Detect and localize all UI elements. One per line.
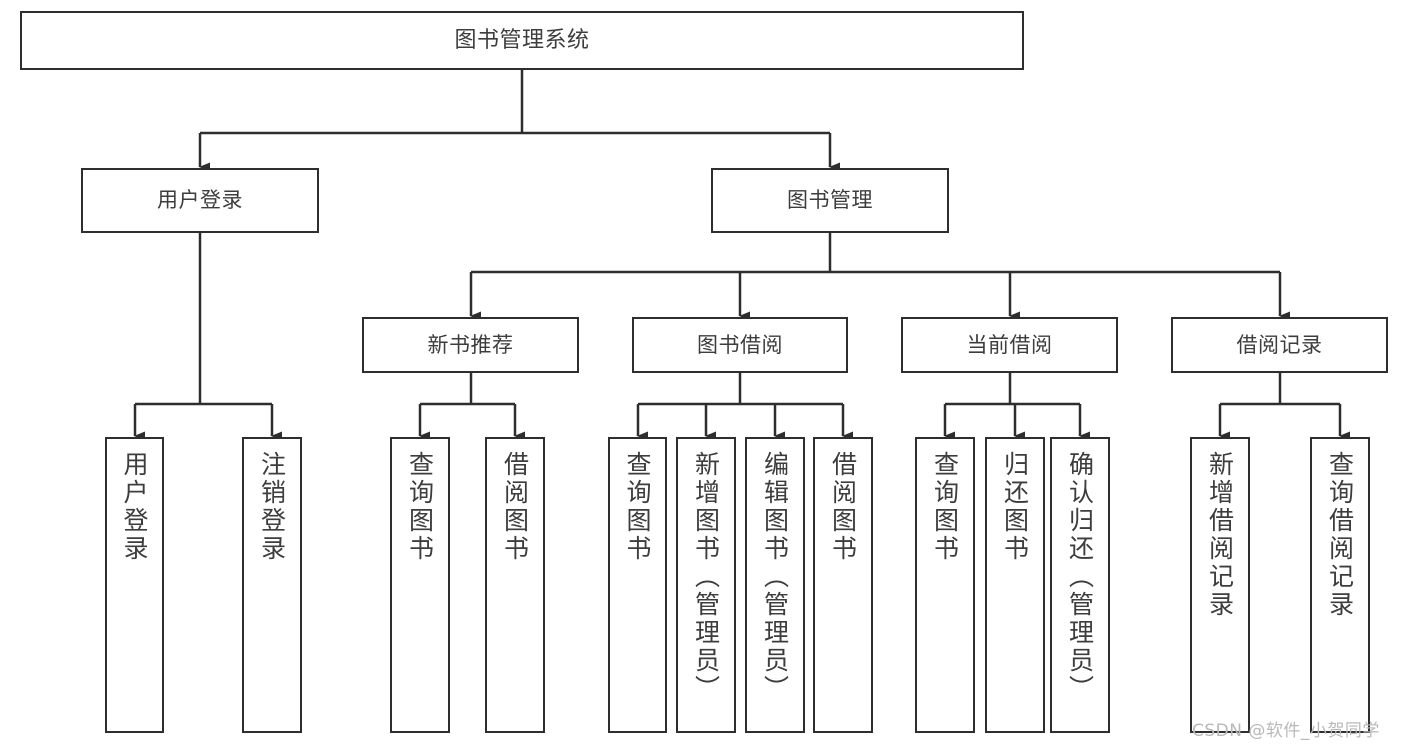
node-leaf_confirm[interactable]: 确认归还（管理员） <box>1050 437 1110 733</box>
node-borrow_record[interactable]: 借阅记录 <box>1171 317 1388 373</box>
node-user_login[interactable]: 用户登录 <box>81 168 319 233</box>
node-label: 查询借阅记录 <box>1325 451 1355 619</box>
watermark-text: CSDN @软件_小贺同学 <box>1192 721 1380 741</box>
node-label: 借阅记录 <box>1236 332 1323 357</box>
node-label: 图书管理 <box>787 188 873 213</box>
node-leaf_query_1[interactable]: 查询图书 <box>390 437 450 733</box>
node-leaf_logout[interactable]: 注销登录 <box>242 437 302 733</box>
node-label: 图书借阅 <box>697 332 783 357</box>
node-label: 新书推荐 <box>427 332 514 357</box>
node-root[interactable]: 图书管理系统 <box>20 11 1024 70</box>
node-leaf_edit_book[interactable]: 编辑图书（管理员） <box>745 437 805 733</box>
node-label: 当前借阅 <box>966 332 1053 357</box>
node-label: 查询图书 <box>405 451 435 563</box>
node-leaf_borrow_1[interactable]: 借阅图书 <box>485 437 545 733</box>
node-leaf_add_rec[interactable]: 新增借阅记录 <box>1190 437 1250 733</box>
node-label: 用户登录 <box>157 188 243 213</box>
node-leaf_borrow_2[interactable]: 借阅图书 <box>813 437 873 733</box>
node-leaf_query_3[interactable]: 查询图书 <box>915 437 975 733</box>
node-leaf_query_rec[interactable]: 查询借阅记录 <box>1310 437 1370 733</box>
node-label: 借阅图书 <box>500 451 530 563</box>
node-label: 查询图书 <box>623 451 652 563</box>
node-label: 确认归还（管理员） <box>1065 451 1095 703</box>
node-label: 注销登录 <box>257 451 287 563</box>
node-label: 用户登录 <box>120 451 149 563</box>
node-current_borrow[interactable]: 当前借阅 <box>901 317 1118 373</box>
node-book_borrow[interactable]: 图书借阅 <box>632 317 848 373</box>
node-label: 借阅图书 <box>828 451 858 563</box>
node-book_mgmt[interactable]: 图书管理 <box>711 168 949 233</box>
node-leaf_return[interactable]: 归还图书 <box>985 437 1045 733</box>
node-label: 图书管理系统 <box>454 27 590 53</box>
node-leaf_query_2[interactable]: 查询图书 <box>608 437 667 733</box>
node-label: 查询图书 <box>930 451 960 563</box>
node-new_book_rec[interactable]: 新书推荐 <box>362 317 579 373</box>
node-label: 新增图书（管理员） <box>691 451 721 703</box>
node-label: 归还图书 <box>1000 451 1030 563</box>
node-label: 编辑图书（管理员） <box>760 451 790 703</box>
node-leaf_add_book[interactable]: 新增图书（管理员） <box>676 437 736 733</box>
node-label: 新增借阅记录 <box>1205 451 1235 619</box>
node-leaf_user_login[interactable]: 用户登录 <box>105 437 164 733</box>
